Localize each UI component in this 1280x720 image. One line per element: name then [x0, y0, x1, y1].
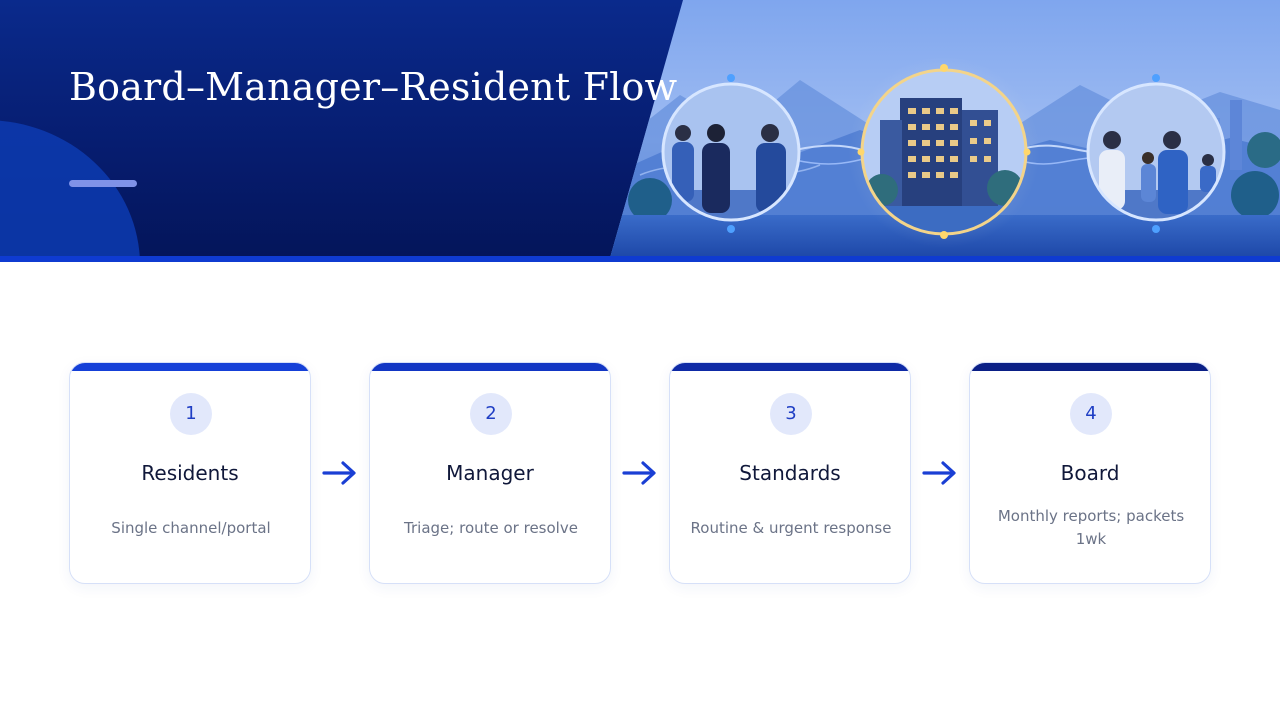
step-number: 3 — [770, 393, 812, 435]
slide-title: Board–Manager–Resident Flow — [69, 65, 678, 109]
card-top-bar — [970, 363, 1210, 371]
arrow-right-icon — [322, 461, 356, 485]
community-illustration — [610, 0, 1280, 258]
step-number: 2 — [470, 393, 512, 435]
header-banner: Board–Manager–Resident Flow — [0, 0, 1280, 262]
step-title: Standards — [739, 461, 841, 485]
step-description: Monthly reports; packets 1wk — [997, 507, 1185, 548]
title-accent-bar — [69, 180, 137, 187]
step-title: Residents — [141, 461, 239, 485]
step-title: Manager — [446, 461, 534, 485]
step-card-residents: 1 Residents Single channel/portal — [69, 362, 311, 584]
step-description: Single channel/portal — [111, 519, 271, 537]
arrow-right-icon — [622, 461, 656, 485]
card-top-bar — [370, 363, 610, 371]
step-number: 1 — [170, 393, 212, 435]
arrow-right-icon — [922, 461, 956, 485]
step-description: Triage; route or resolve — [404, 519, 578, 537]
header-divider — [0, 256, 1280, 262]
card-top-bar — [70, 363, 310, 371]
step-number: 4 — [1070, 393, 1112, 435]
step-card-board: 4 Board Monthly reports; packets 1wk — [969, 362, 1211, 584]
step-card-standards: 3 Standards Routine & urgent response — [669, 362, 911, 584]
step-title: Board — [1060, 461, 1120, 485]
flow-diagram: 1 Residents Single channel/portal 2 Mana… — [0, 362, 1280, 586]
step-card-manager: 2 Manager Triage; route or resolve — [369, 362, 611, 584]
step-description: Routine & urgent response — [690, 519, 892, 537]
card-top-bar — [670, 363, 910, 371]
